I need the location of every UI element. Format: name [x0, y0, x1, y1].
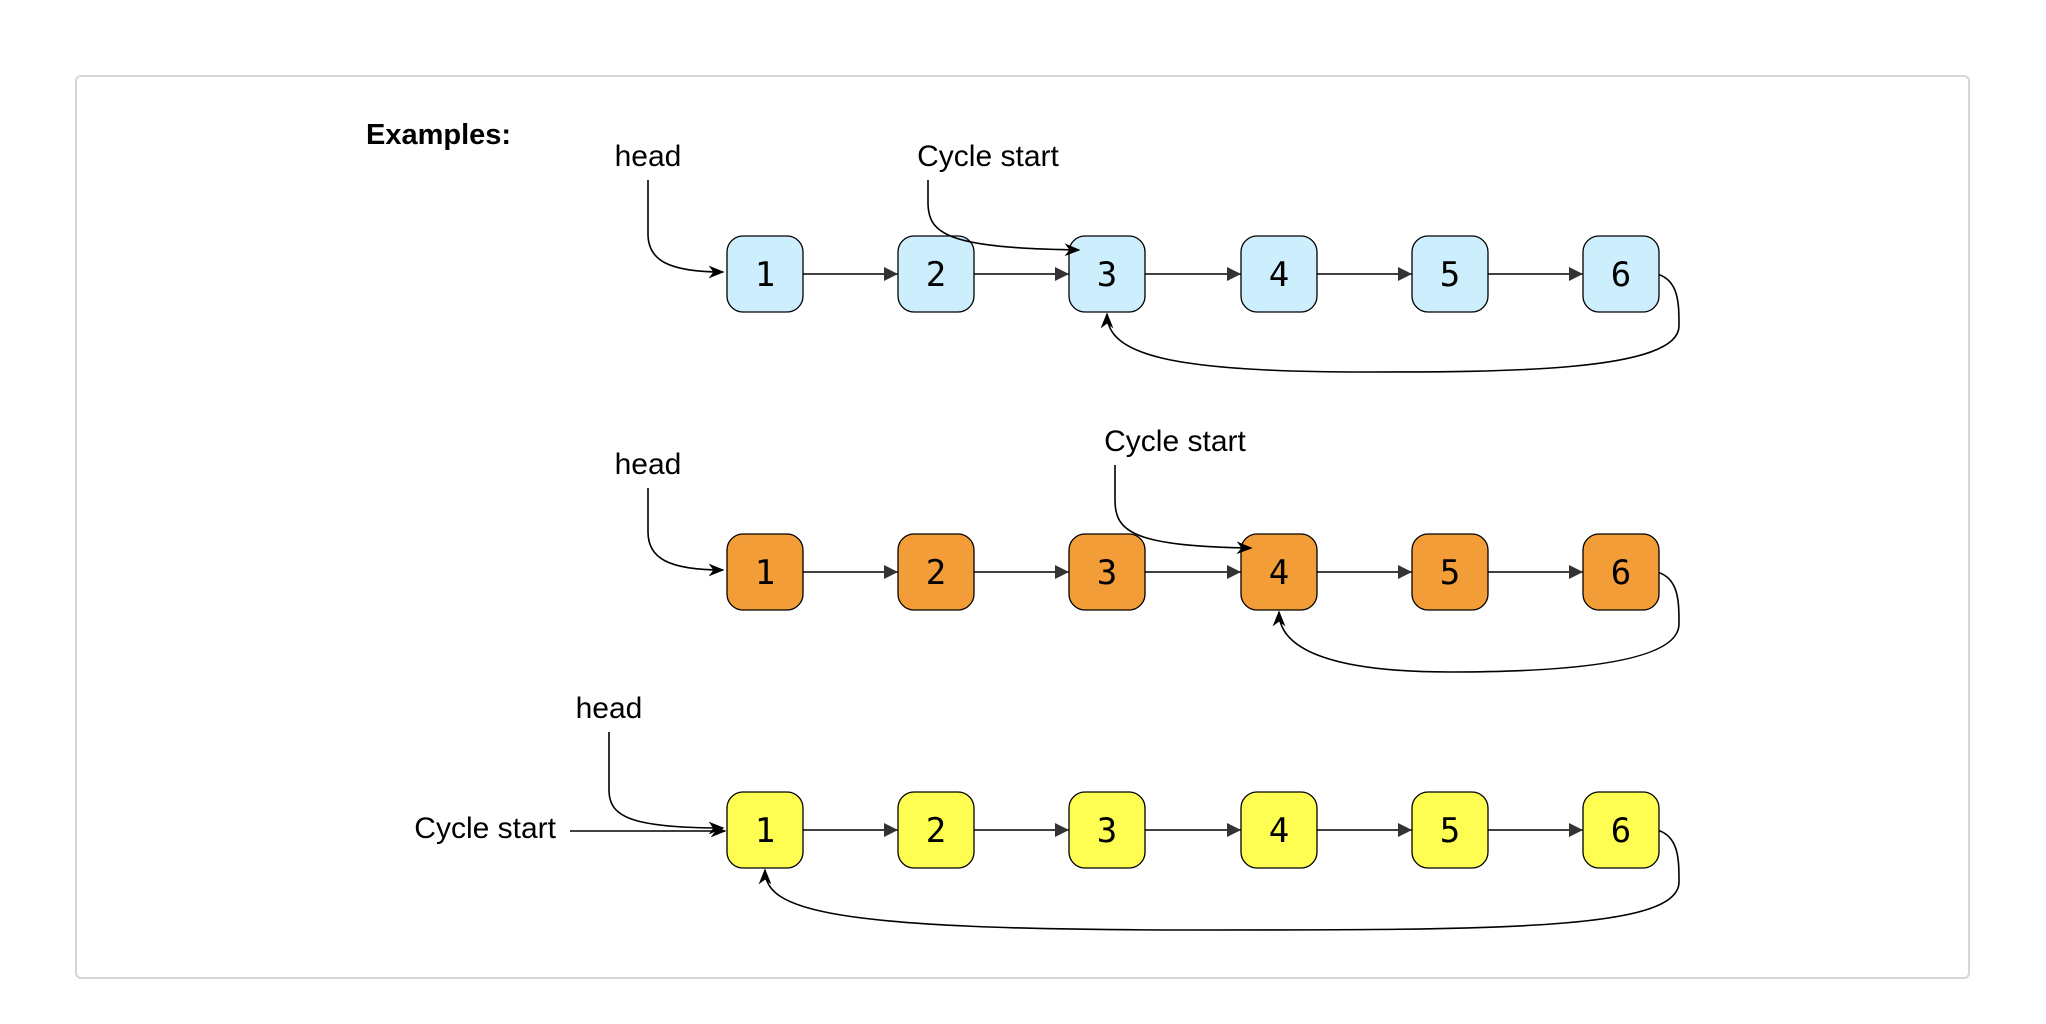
node-value: 3 [1097, 553, 1117, 593]
node-box [1411, 235, 1489, 313]
node-value: 1 [755, 553, 775, 593]
node-value: 2 [926, 255, 946, 295]
node-box [1582, 791, 1660, 869]
node-box [897, 791, 975, 869]
cycle-start-label: Cycle start [414, 812, 556, 845]
node-box [1068, 235, 1146, 313]
node-box [1068, 533, 1146, 611]
node-value: 2 [926, 811, 946, 851]
node-value: 4 [1269, 255, 1289, 295]
cycle-back-edge-arrow [1100, 273, 1680, 373]
node-box [1068, 791, 1146, 869]
list-node: 4 [1240, 235, 1318, 313]
list-node: 2 [897, 791, 975, 869]
list-node: 3 [1068, 235, 1146, 313]
list-node: 6 [1582, 791, 1660, 869]
node-value: 2 [926, 553, 946, 593]
cycle-back-edge-arrow [1272, 571, 1680, 673]
list-node: 6 [1582, 533, 1660, 611]
node-box [1582, 533, 1660, 611]
node-box [726, 791, 804, 869]
node-value: 4 [1269, 811, 1289, 851]
node-box [1582, 235, 1660, 313]
head-label: head [576, 692, 643, 725]
node-value: 4 [1269, 553, 1289, 593]
list-node: 1 [726, 791, 804, 869]
list-node: 3 [1068, 791, 1146, 869]
list-node: 5 [1411, 533, 1489, 611]
node-box [897, 235, 975, 313]
node-box [1411, 533, 1489, 611]
node-value: 3 [1097, 255, 1117, 295]
list-node: 2 [897, 533, 975, 611]
list-node: 5 [1411, 791, 1489, 869]
node-box [726, 533, 804, 611]
head-pointer-arrow [647, 488, 725, 577]
node-value: 3 [1097, 811, 1117, 851]
list-node: 5 [1411, 235, 1489, 313]
cycle-back-edge-arrow [758, 829, 1680, 931]
diagram-title: Examples: [366, 119, 511, 151]
node-box [1411, 791, 1489, 869]
node-value: 5 [1440, 811, 1460, 851]
list-node: 2 [897, 235, 975, 313]
example-row-2: 1 2 3 4 5 6 head Cycle start [615, 425, 1680, 673]
node-value: 6 [1611, 811, 1631, 851]
node-value: 1 [755, 811, 775, 851]
cycle-start-pointer-arrow [1114, 465, 1253, 555]
list-node: 1 [726, 235, 804, 313]
cycle-start-label: Cycle start [917, 140, 1059, 173]
node-value: 6 [1611, 255, 1631, 295]
node-box [726, 235, 804, 313]
list-node: 4 [1240, 791, 1318, 869]
head-pointer-arrow [608, 732, 725, 835]
list-node: 6 [1582, 235, 1660, 313]
node-box [1240, 235, 1318, 313]
example-row-1: 1 2 3 4 5 6 head Cycle start [615, 140, 1680, 373]
node-box [1240, 533, 1318, 611]
head-pointer-arrow [647, 180, 725, 279]
head-label: head [615, 448, 682, 481]
node-value: 5 [1440, 255, 1460, 295]
cycle-start-label: Cycle start [1104, 425, 1246, 458]
head-label: head [615, 140, 682, 173]
node-value: 6 [1611, 553, 1631, 593]
node-box [897, 533, 975, 611]
list-node: 3 [1068, 533, 1146, 611]
list-node: 1 [726, 533, 804, 611]
node-box [1240, 791, 1318, 869]
node-value: 1 [755, 255, 775, 295]
node-value: 5 [1440, 553, 1460, 593]
cycle-start-pointer-arrow [927, 180, 1081, 257]
list-node: 4 [1240, 533, 1318, 611]
